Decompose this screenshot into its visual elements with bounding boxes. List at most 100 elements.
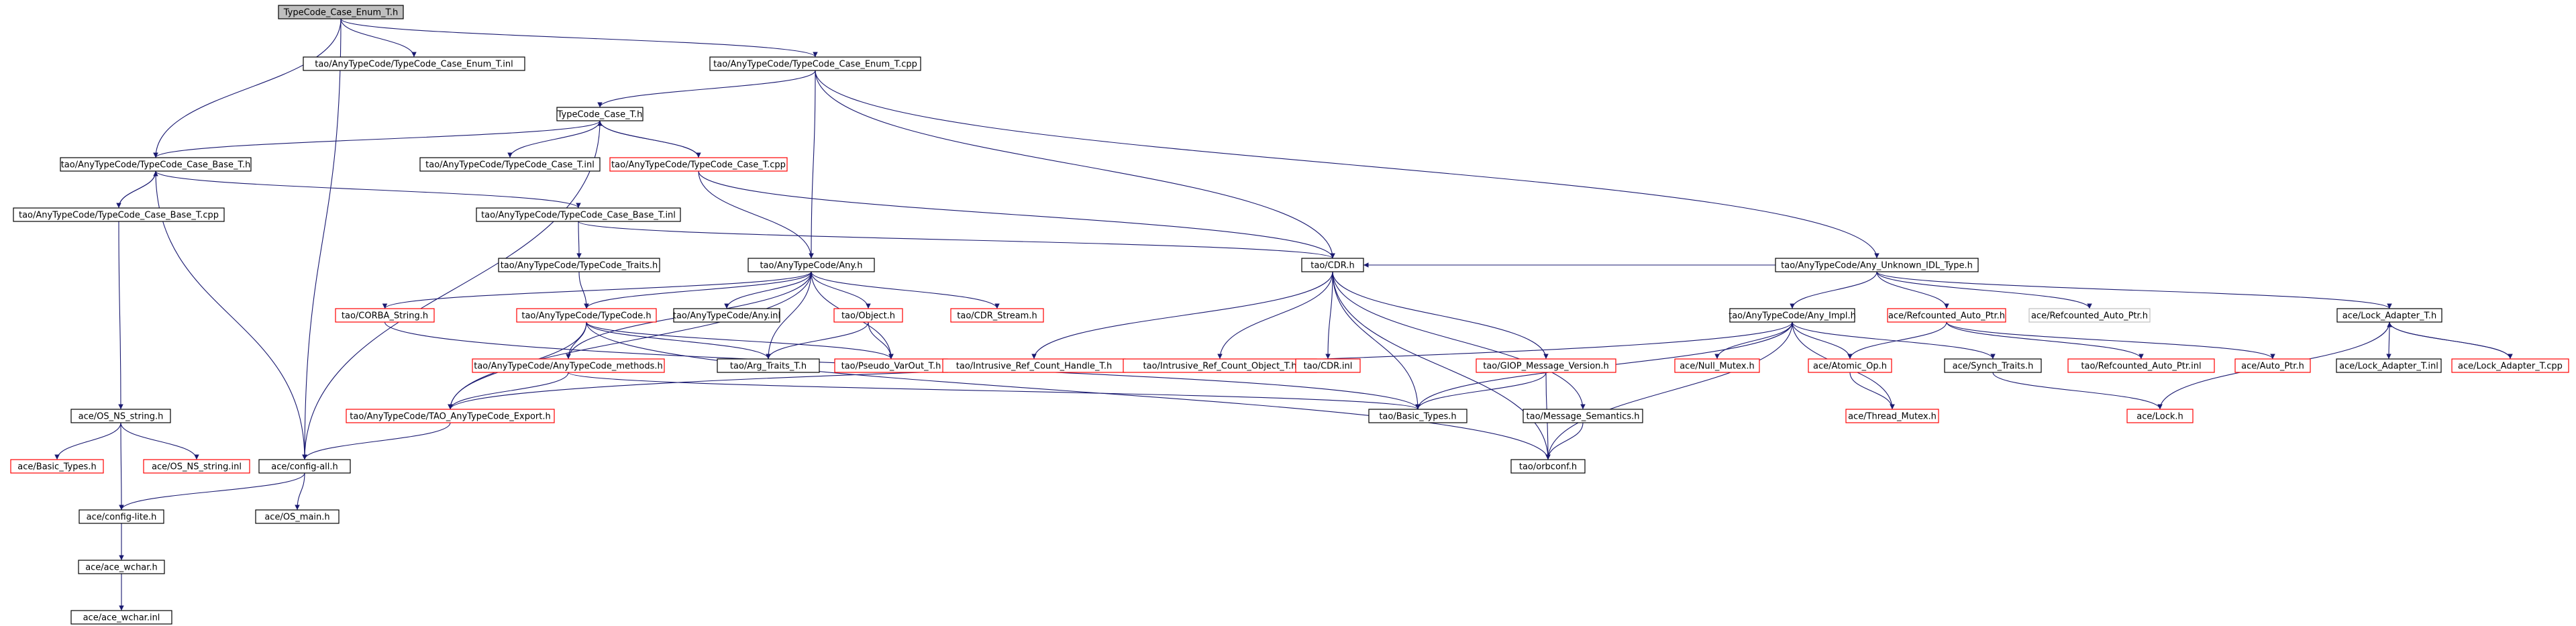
node-box [1845,409,1939,423]
node-box [79,509,164,524]
dependency-edge [340,18,818,58]
graph-node[interactable]: tao/orbconf.h [1510,459,1586,474]
node-box [10,459,104,474]
graph-node[interactable]: tao/AnyTypeCode/AnyTypeCode_methods.h [472,358,665,373]
dependency-edge [120,422,199,460]
node-label: tao/Intrusive_Ref_Count_Handle_T.h [956,362,1112,372]
node-box [1368,409,1467,423]
graph-node[interactable]: tao/Arg_Traits_T.h [717,358,820,373]
node-box [1523,409,1643,423]
dependency-edge [586,321,894,360]
dependency-edge [1946,321,2144,360]
dependency-edge [118,170,158,209]
graph-node[interactable]: tao/Refcounted_Auto_Ptr.inl [2067,358,2215,373]
dependency-edge [1332,271,1586,410]
dependency-edge [698,170,1335,259]
node-label: ace/Refcounted_Auto_Ptr.h [1888,311,2005,321]
node-box [1887,308,2006,323]
dependency-edge [54,422,121,460]
graph-node[interactable]: tao/AnyTypeCode/TypeCode_Case_Base_T.cpp [13,207,225,222]
graph-node[interactable]: ace/OS_main.h [255,509,340,524]
graph-node[interactable]: tao/AnyTypeCode/TypeCode_Traits.h [498,258,660,272]
dependency-edges [54,18,2513,611]
node-box [1729,308,1855,323]
node-label: tao/Pseudo_VarOut_T.h [841,362,941,372]
node-box [673,308,780,323]
graph-node[interactable]: ace/Thread_Mutex.h [1845,409,1939,423]
graph-node[interactable]: tao/CDR.h [1301,258,1364,272]
graph-node[interactable]: ace/OS_NS_string.h [70,409,171,423]
dependency-edge [576,221,582,259]
graph-node[interactable]: tao/GIOP_Message_Version.h [1476,358,1616,373]
graph-node[interactable]: TypeCode_Case_T.h [556,107,643,121]
graph-node[interactable]: tao/Intrusive_Ref_Count_Handle_T.h [942,358,1126,373]
node-box [303,56,525,71]
node-label: tao/AnyTypeCode/TypeCode_Case_Enum_T.inl [315,60,513,70]
node-label: tao/AnyTypeCode/TypeCode_Case_T.cpp [611,160,786,170]
graph-node[interactable]: tao/Pseudo_VarOut_T.h [834,358,948,373]
node-label: ace/Auto_Ptr.h [2241,362,2304,372]
dependency-edge [578,271,589,309]
node-label: tao/Message_Semantics.h [1527,412,1640,422]
node-label: tao/CDR_Stream.h [957,311,1037,321]
graph-node[interactable]: ace/ace_wchar.h [78,560,165,574]
graph-node[interactable]: tao/AnyTypeCode/Any.inl [673,308,780,323]
dependency-edge [448,271,812,410]
dependency-edge [1792,321,1853,360]
graph-node[interactable]: ace/OS_NS_string.inl [143,459,250,474]
graph-node[interactable]: tao/AnyTypeCode/TAO_AnyTypeCode_Export.h [346,409,555,423]
graph-node[interactable]: tao/AnyTypeCode/TypeCode_Case_T.inl [419,157,601,172]
graph-node[interactable]: ace/Refcounted_Auto_Ptr.h [1887,308,2006,323]
graph-node[interactable]: tao/AnyTypeCode/TypeCode_Case_T.cpp [609,157,788,172]
graph-node[interactable]: tao/AnyTypeCode/TypeCode_Case_Base_T.h [60,157,252,172]
graph-node[interactable]: tao/CDR.inl [1295,358,1361,373]
graph-node[interactable]: tao/CORBA_String.h [335,308,435,323]
graph-node[interactable]: TypeCode_Case_Enum_T.h [278,5,404,19]
node-label: tao/AnyTypeCode/TypeCode_Case_Enum_T.cpp [713,60,917,70]
graph-node[interactable]: ace/Lock_Adapter_T.h [2336,308,2442,323]
node-label: tao/AnyTypeCode/AnyTypeCode_methods.h [474,362,663,372]
dependency-edge [1545,321,1793,460]
dependency-edge [1792,321,1996,360]
dependency-edge [766,271,812,360]
graph-node[interactable]: ace/Refcounted_Auto_Ptr.h [2028,308,2151,323]
dependency-edge [1876,271,1949,309]
graph-node[interactable]: ace/Basic_Types.h [10,459,104,474]
dependency-edge [597,120,699,158]
node-box [709,56,921,71]
node-label: ace/OS_NS_string.inl [152,462,242,472]
dependency-edge [597,70,816,108]
graph-node[interactable]: ace/config-lite.h [79,509,164,524]
graph-node[interactable]: tao/AnyTypeCode/TypeCode_Case_Base_T.inl [476,207,681,222]
node-box [258,459,351,474]
graph-node[interactable]: ace/config-all.h [258,459,351,474]
node-label: ace/Refcounted_Auto_Ptr.h [2031,311,2148,321]
dependency-edge [815,70,1879,259]
graph-node[interactable]: ace/Lock.h [2126,409,2194,423]
node-box [498,258,660,272]
graph-node[interactable]: tao/AnyTypeCode/TypeCode_Case_Enum_T.cpp [709,56,921,71]
graph-node[interactable]: ace/Null_Mutex.h [1674,358,1760,373]
graph-node[interactable]: tao/AnyTypeCode/TypeCode.h [516,308,657,323]
graph-node[interactable]: tao/AnyTypeCode/Any_Impl.h [1729,308,1856,323]
dependency-edge [295,472,305,511]
dependency-edge [153,18,342,158]
graph-node[interactable]: tao/AnyTypeCode/TypeCode_Case_Enum_T.inl [303,56,525,71]
graph-node[interactable]: tao/AnyTypeCode/Any_Unknown_IDL_Type.h [1775,258,1979,272]
graph-node[interactable]: ace/Synch_Traits.h [1944,358,2042,373]
graph-node[interactable]: tao/Object.h [833,308,903,323]
node-box [476,207,681,222]
dependency-edge [766,321,869,360]
graph-node[interactable]: tao/Message_Semantics.h [1523,409,1643,423]
graph-node[interactable]: tao/Intrusive_Ref_Count_Object_T.h [1123,358,1317,373]
graph-node[interactable]: ace/Atomic_Op.h [1808,358,1892,373]
graph-node[interactable]: tao/Basic_Types.h [1368,409,1467,423]
graph-node[interactable]: ace/Lock_Adapter_T.cpp [2451,358,2569,373]
graph-node[interactable]: ace/Lock_Adapter_T.inl [2336,358,2442,373]
graph-node[interactable]: tao/CDR_Stream.h [950,308,1044,323]
graph-node[interactable]: tao/AnyTypeCode/Any.h [748,258,875,272]
graph-node[interactable]: ace/ace_wchar.inl [70,610,172,625]
graph-node[interactable]: ace/Auto_Ptr.h [2234,358,2311,373]
node-box [60,157,252,172]
